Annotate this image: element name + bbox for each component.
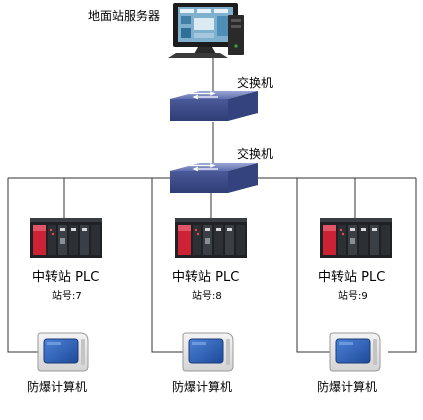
plc-station-left: 站号:7 <box>52 291 82 302</box>
link-right-terminal <box>296 178 330 353</box>
terminal-label-left: 防爆计算机 <box>27 380 88 394</box>
server-computer-icon <box>168 3 244 58</box>
plc-7-icon <box>30 218 102 258</box>
terminal-label-mid: 防爆计算机 <box>172 380 233 394</box>
plc-9-icon <box>320 218 392 258</box>
switch-bottom-icon <box>170 163 258 193</box>
link-right-outer <box>388 178 417 353</box>
explosion-proof-computer-mid-icon <box>182 332 234 372</box>
plc-station-right: 站号:9 <box>338 291 368 302</box>
explosion-proof-computer-right-icon <box>329 332 381 372</box>
switch-top-icon <box>170 91 258 121</box>
terminal-label-right: 防爆计算机 <box>317 380 378 394</box>
link-mid-terminal <box>151 178 183 353</box>
explosion-proof-computer-left-icon <box>37 332 89 372</box>
plc-label-mid: 中转站 PLC <box>172 270 240 285</box>
switch-bottom-label: 交换机 <box>237 147 274 161</box>
link-left-terminal <box>7 178 38 353</box>
plc-label-left: 中转站 PLC <box>32 270 100 285</box>
switch-top-label: 交换机 <box>237 76 274 90</box>
plc-station-mid: 站号:8 <box>192 291 222 302</box>
plc-8-icon <box>175 218 247 258</box>
plc-label-right: 中转站 PLC <box>318 270 386 285</box>
server-label: 地面站服务器 <box>87 9 160 23</box>
